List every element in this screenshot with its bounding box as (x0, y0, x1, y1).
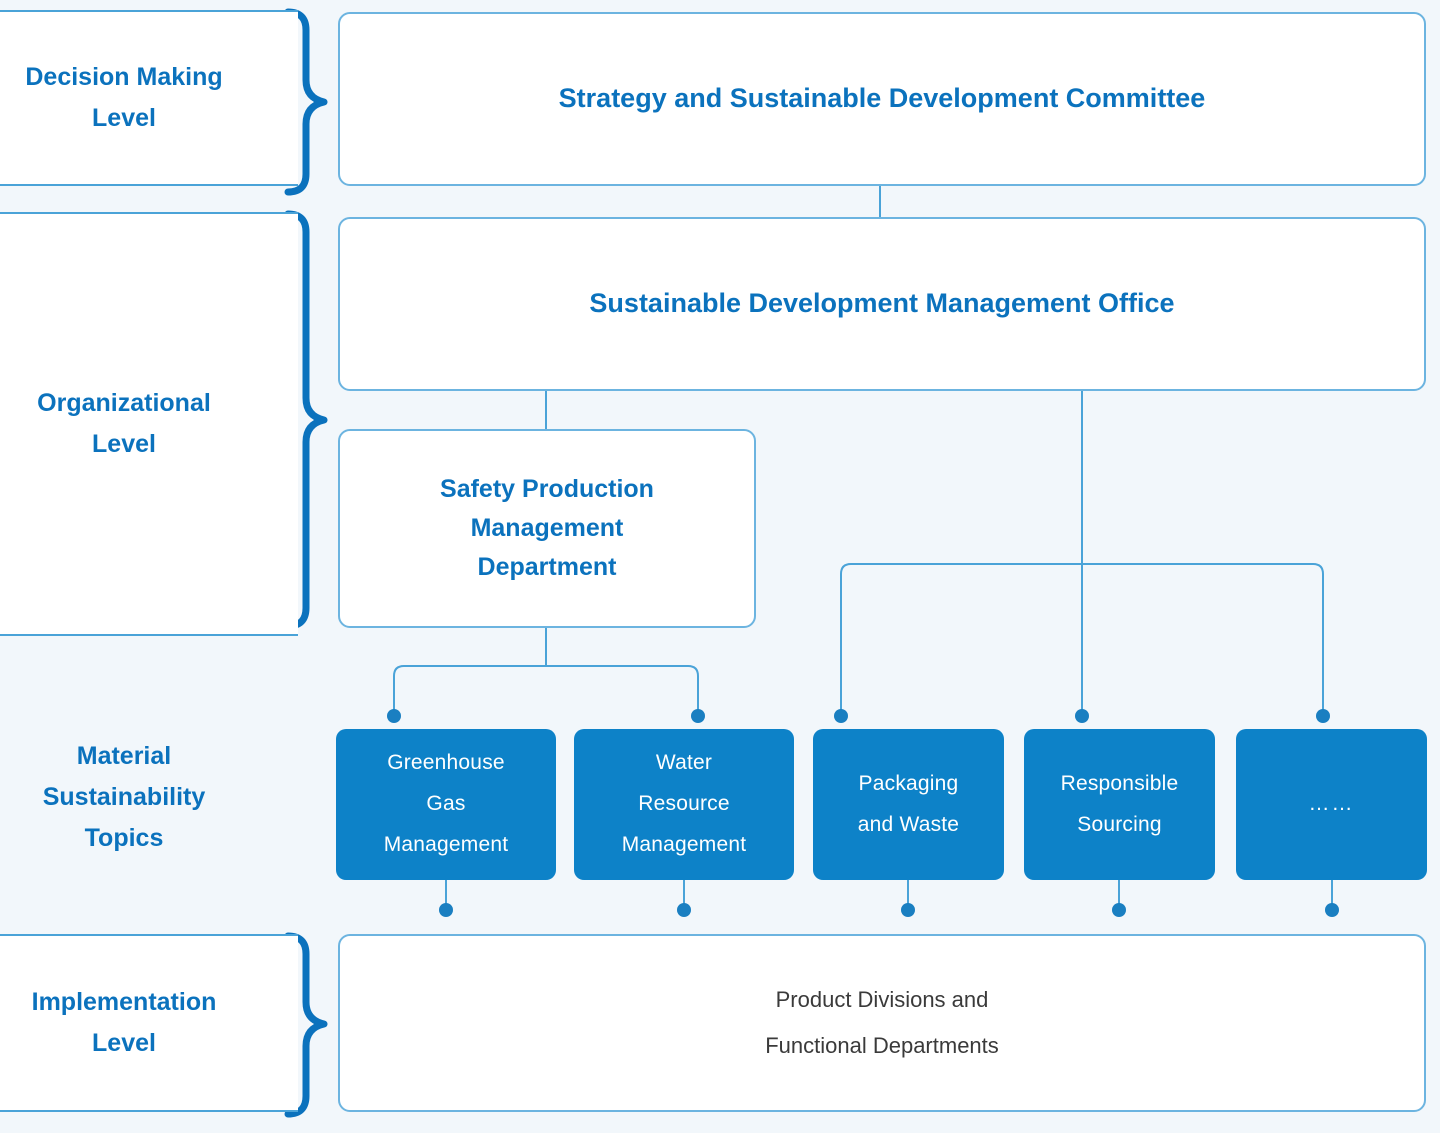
dot-more-bottom (1325, 903, 1339, 917)
dot-ghg-bottom (439, 903, 453, 917)
node-sustainable-development-office[interactable]: Sustainable Development Management Offic… (338, 217, 1426, 391)
level-label-implementation: Implementation Level (31, 987, 217, 1057)
dot-water-top (691, 709, 705, 723)
topic-greenhouse-gas-management[interactable]: Greenhouse Gas Management (336, 729, 556, 880)
topic-water-resource-management[interactable]: Water Resource Management (574, 729, 794, 880)
topic-responsible-sourcing[interactable]: Responsible Sourcing (1024, 729, 1215, 880)
level-label-organizational: Organizational Level (37, 388, 211, 458)
wire-topics-to-packaging (840, 563, 852, 712)
dot-sourcing-bottom (1112, 903, 1126, 917)
topic-packaging-and-waste[interactable]: Packaging and Waste (813, 729, 1004, 880)
node-safety-production-department[interactable]: Safety Production Management Department (338, 429, 756, 628)
node-sustainable-development-office-label: Sustainable Development Management Offic… (589, 288, 1175, 319)
level-panel-material-topics: Material Sustainability Topics (0, 715, 298, 880)
wire-topics-to-more (1312, 563, 1324, 712)
node-implementation-departments[interactable]: Product Divisions and Functional Departm… (338, 934, 1426, 1112)
topic-greenhouse-gas-management-label: Greenhouse Gas Management (383, 751, 509, 856)
level-panel-organizational: Organizational Level (0, 212, 298, 636)
dot-more-top (1316, 709, 1330, 723)
topic-water-resource-management-label: Water Resource Management (621, 751, 747, 856)
node-strategy-committee[interactable]: Strategy and Sustainable Development Com… (338, 12, 1426, 186)
level-label-material-topics: Material Sustainability Topics (42, 741, 206, 853)
dot-sourcing-top (1075, 709, 1089, 723)
node-safety-production-department-label: Safety Production Management Department (440, 475, 654, 581)
wire-safety-to-water (687, 665, 699, 712)
dot-ghg-top (387, 709, 401, 723)
level-panel-decision-making: Decision Making Level (0, 10, 298, 186)
dot-packaging-bottom (901, 903, 915, 917)
node-implementation-departments-label: Product Divisions and Functional Departm… (765, 986, 999, 1058)
dot-packaging-top (834, 709, 848, 723)
topic-packaging-and-waste-label: Packaging and Waste (857, 771, 960, 836)
topic-more-topics[interactable]: …… (1236, 729, 1427, 880)
wire-safety-to-ghg (393, 665, 405, 712)
topic-more-topics-label: …… (1308, 792, 1355, 816)
level-label-decision-making: Decision Making Level (25, 62, 223, 132)
topic-responsible-sourcing-label: Responsible Sourcing (1060, 771, 1179, 836)
dot-water-bottom (677, 903, 691, 917)
level-panel-implementation: Implementation Level (0, 934, 298, 1112)
node-strategy-committee-label: Strategy and Sustainable Development Com… (558, 83, 1206, 114)
